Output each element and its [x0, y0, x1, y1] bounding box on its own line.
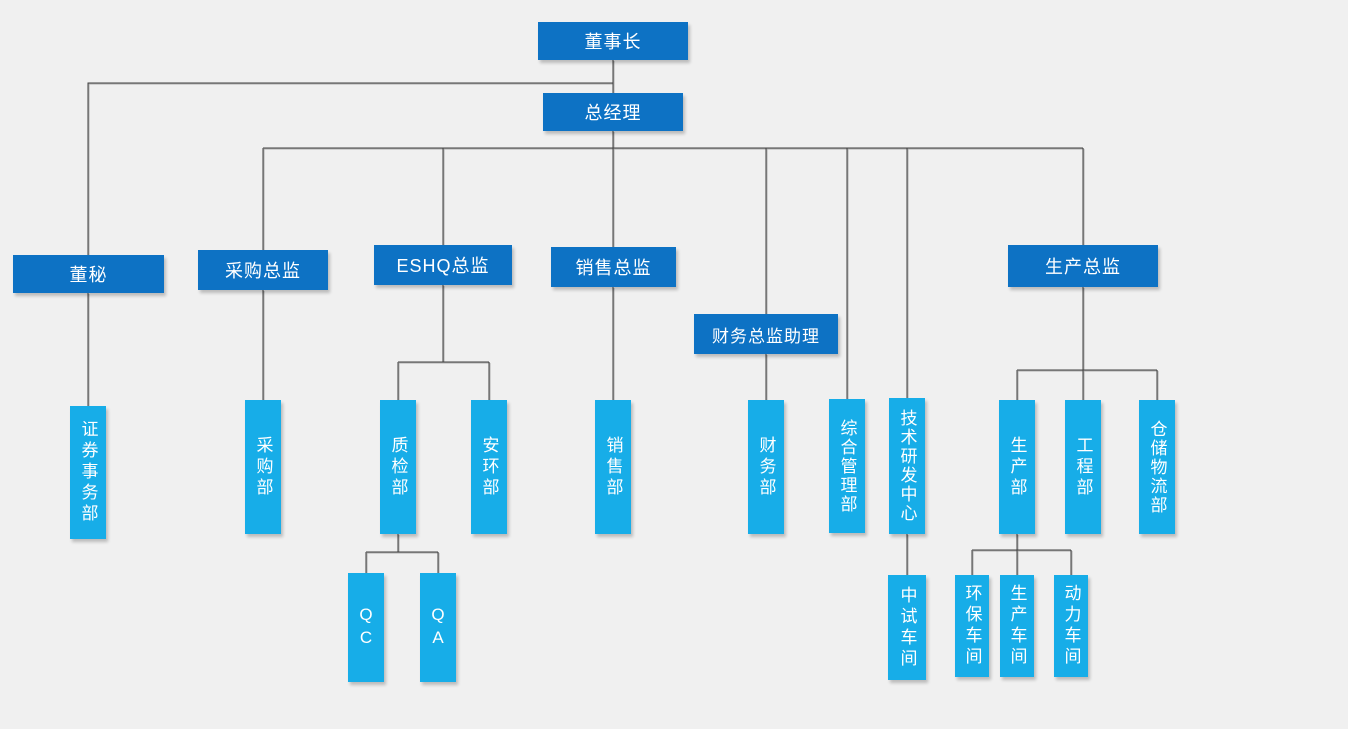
- node-procurement-dept-label: 采购部: [253, 435, 273, 499]
- node-securities-affairs-dept: 证券事务部: [70, 406, 106, 539]
- node-engineering-dept: 工程部: [1065, 400, 1101, 534]
- node-chairman-label: 董事长: [584, 32, 642, 52]
- node-finance-dept-label: 财务部: [756, 435, 776, 499]
- node-safety-environment-dept-label: 安环部: [479, 435, 499, 499]
- node-production-director: 生产总监: [1008, 245, 1158, 287]
- node-quality-inspection-dept-label: 质检部: [388, 435, 408, 499]
- node-environmental-workshop-label: 环保车间: [962, 584, 982, 668]
- node-qc: QC: [348, 573, 384, 682]
- node-eshq-director-label: ESHQ总监: [396, 256, 490, 276]
- node-environmental-workshop: 环保车间: [955, 575, 989, 677]
- node-warehouse-logistics-dept: 仓储物流部: [1139, 400, 1175, 534]
- node-general-manager: 总经理: [543, 93, 683, 131]
- node-procurement-director-label: 采购总监: [225, 261, 301, 281]
- node-finance-director-assistant-label: 财务总监助理: [712, 326, 820, 346]
- node-general-management-dept-label: 综合管理部: [837, 418, 857, 514]
- node-production-director-label: 生产总监: [1045, 257, 1121, 277]
- node-chairman: 董事长: [538, 22, 688, 60]
- node-sales-dept: 销售部: [595, 400, 631, 534]
- node-board-secretary: 董秘: [13, 255, 164, 293]
- node-eshq-director: ESHQ总监: [374, 245, 512, 285]
- node-quality-inspection-dept: 质检部: [380, 400, 416, 534]
- node-sales-director-label: 销售总监: [575, 258, 652, 278]
- node-general-management-dept: 综合管理部: [829, 399, 865, 533]
- node-finance-dept: 财务部: [748, 400, 784, 534]
- node-production-workshop-label: 生产车间: [1007, 584, 1027, 668]
- node-finance-director-assistant: 财务总监助理: [694, 314, 838, 354]
- node-procurement-director: 采购总监: [198, 250, 328, 290]
- node-production-dept-label: 生产部: [1007, 435, 1027, 499]
- node-pilot-workshop-label: 中试车间: [897, 585, 917, 670]
- node-production-workshop: 生产车间: [1000, 575, 1034, 677]
- edge-chairman-board-secretary: [87, 82, 613, 255]
- node-tech-rd-center-label: 技术研发中心: [897, 409, 917, 523]
- node-engineering-dept-label: 工程部: [1073, 435, 1093, 499]
- node-sales-dept-label: 销售部: [603, 435, 623, 499]
- node-qa-label: QA: [428, 604, 448, 651]
- node-power-workshop-label: 动力车间: [1061, 584, 1081, 668]
- node-qc-label: QC: [356, 604, 376, 651]
- node-board-secretary-label: 董秘: [69, 265, 108, 285]
- node-procurement-dept: 采购部: [245, 400, 281, 534]
- node-tech-rd-center: 技术研发中心: [889, 398, 925, 534]
- node-warehouse-logistics-dept-label: 仓储物流部: [1147, 419, 1167, 515]
- node-general-manager-label: 总经理: [584, 103, 642, 123]
- node-production-dept: 生产部: [999, 400, 1035, 534]
- node-qa: QA: [420, 573, 456, 682]
- node-sales-director: 销售总监: [551, 247, 676, 287]
- node-power-workshop: 动力车间: [1054, 575, 1088, 677]
- node-securities-affairs-dept-label: 证券事务部: [78, 420, 98, 525]
- node-safety-environment-dept: 安环部: [471, 400, 507, 534]
- node-pilot-workshop: 中试车间: [888, 575, 926, 680]
